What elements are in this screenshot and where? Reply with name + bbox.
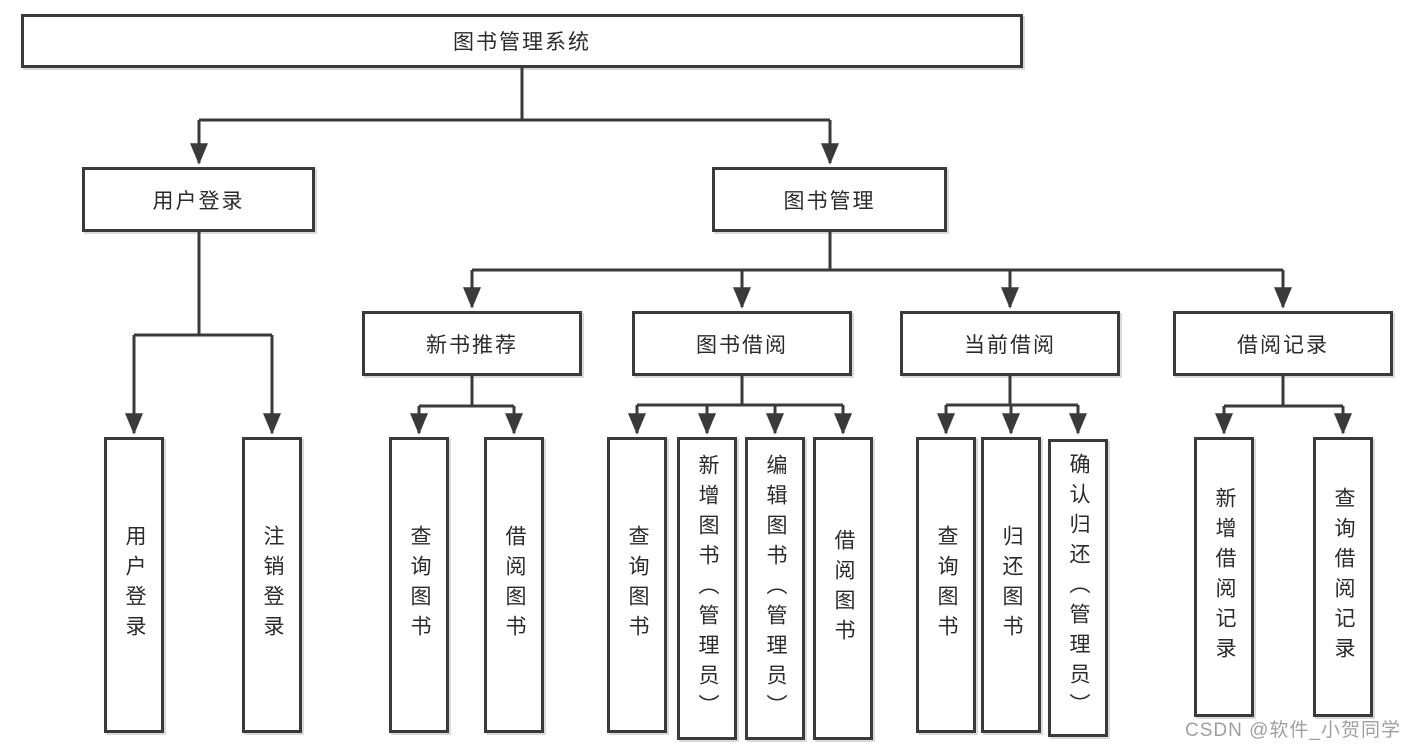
leaf-query-books-recommend: 查询图书: [389, 437, 449, 733]
leaf-query-books-borrow: 查询图书: [607, 437, 667, 733]
leaf-confirm-return-admin-label: 确认归还（管理员）: [1067, 453, 1091, 723]
leaf-query-borrow-record-label: 查询借阅记录: [1332, 487, 1356, 667]
leaf-return-books: 归还图书: [981, 437, 1041, 733]
node-current-borrow: 当前借阅: [900, 311, 1120, 376]
leaf-add-books-admin: 新增图书（管理员）: [677, 437, 737, 740]
leaf-add-borrow-record: 新增借阅记录: [1194, 437, 1254, 717]
node-book-borrow-label: 图书借阅: [696, 333, 788, 357]
node-current-borrow-label: 当前借阅: [964, 333, 1056, 357]
leaf-logout: 注销登录: [242, 437, 302, 733]
leaf-confirm-return-admin: 确认归还（管理员）: [1048, 439, 1108, 737]
node-book-borrow: 图书借阅: [632, 311, 852, 376]
node-borrow-records: 借阅记录: [1173, 311, 1393, 376]
leaf-user-login-label: 用户登录: [123, 525, 147, 645]
leaf-query-books-recommend-label: 查询图书: [408, 525, 432, 645]
node-new-book-recommend: 新书推荐: [362, 311, 582, 376]
leaf-add-borrow-record-label: 新增借阅记录: [1213, 487, 1237, 667]
leaf-borrow-books: 借阅图书: [813, 437, 873, 740]
leaf-borrow-books-recommend-label: 借阅图书: [503, 525, 527, 645]
leaf-query-books-current-label: 查询图书: [935, 525, 959, 645]
leaf-edit-books-admin-label: 编辑图书（管理员）: [764, 453, 788, 724]
leaf-edit-books-admin: 编辑图书（管理员）: [745, 437, 805, 740]
leaf-borrow-books-label: 借阅图书: [832, 528, 856, 649]
leaf-query-books-current: 查询图书: [916, 437, 976, 733]
node-user-login: 用户登录: [82, 167, 315, 232]
node-user-login-label: 用户登录: [152, 189, 245, 213]
leaf-borrow-books-recommend: 借阅图书: [484, 437, 544, 733]
node-book-management-label: 图书管理: [783, 189, 876, 213]
node-library-system-label: 图书管理系统: [453, 31, 591, 54]
node-book-management: 图书管理: [712, 167, 947, 232]
leaf-query-borrow-record: 查询借阅记录: [1313, 437, 1373, 717]
leaf-return-books-label: 归还图书: [1000, 525, 1024, 645]
node-library-system: 图书管理系统: [21, 14, 1023, 68]
node-borrow-records-label: 借阅记录: [1237, 333, 1329, 357]
leaf-add-books-admin-label: 新增图书（管理员）: [696, 453, 720, 724]
leaf-query-books-borrow-label: 查询图书: [626, 525, 650, 645]
leaf-logout-label: 注销登录: [261, 525, 285, 645]
node-new-book-recommend-label: 新书推荐: [426, 333, 518, 357]
leaf-user-login: 用户登录: [104, 437, 164, 733]
